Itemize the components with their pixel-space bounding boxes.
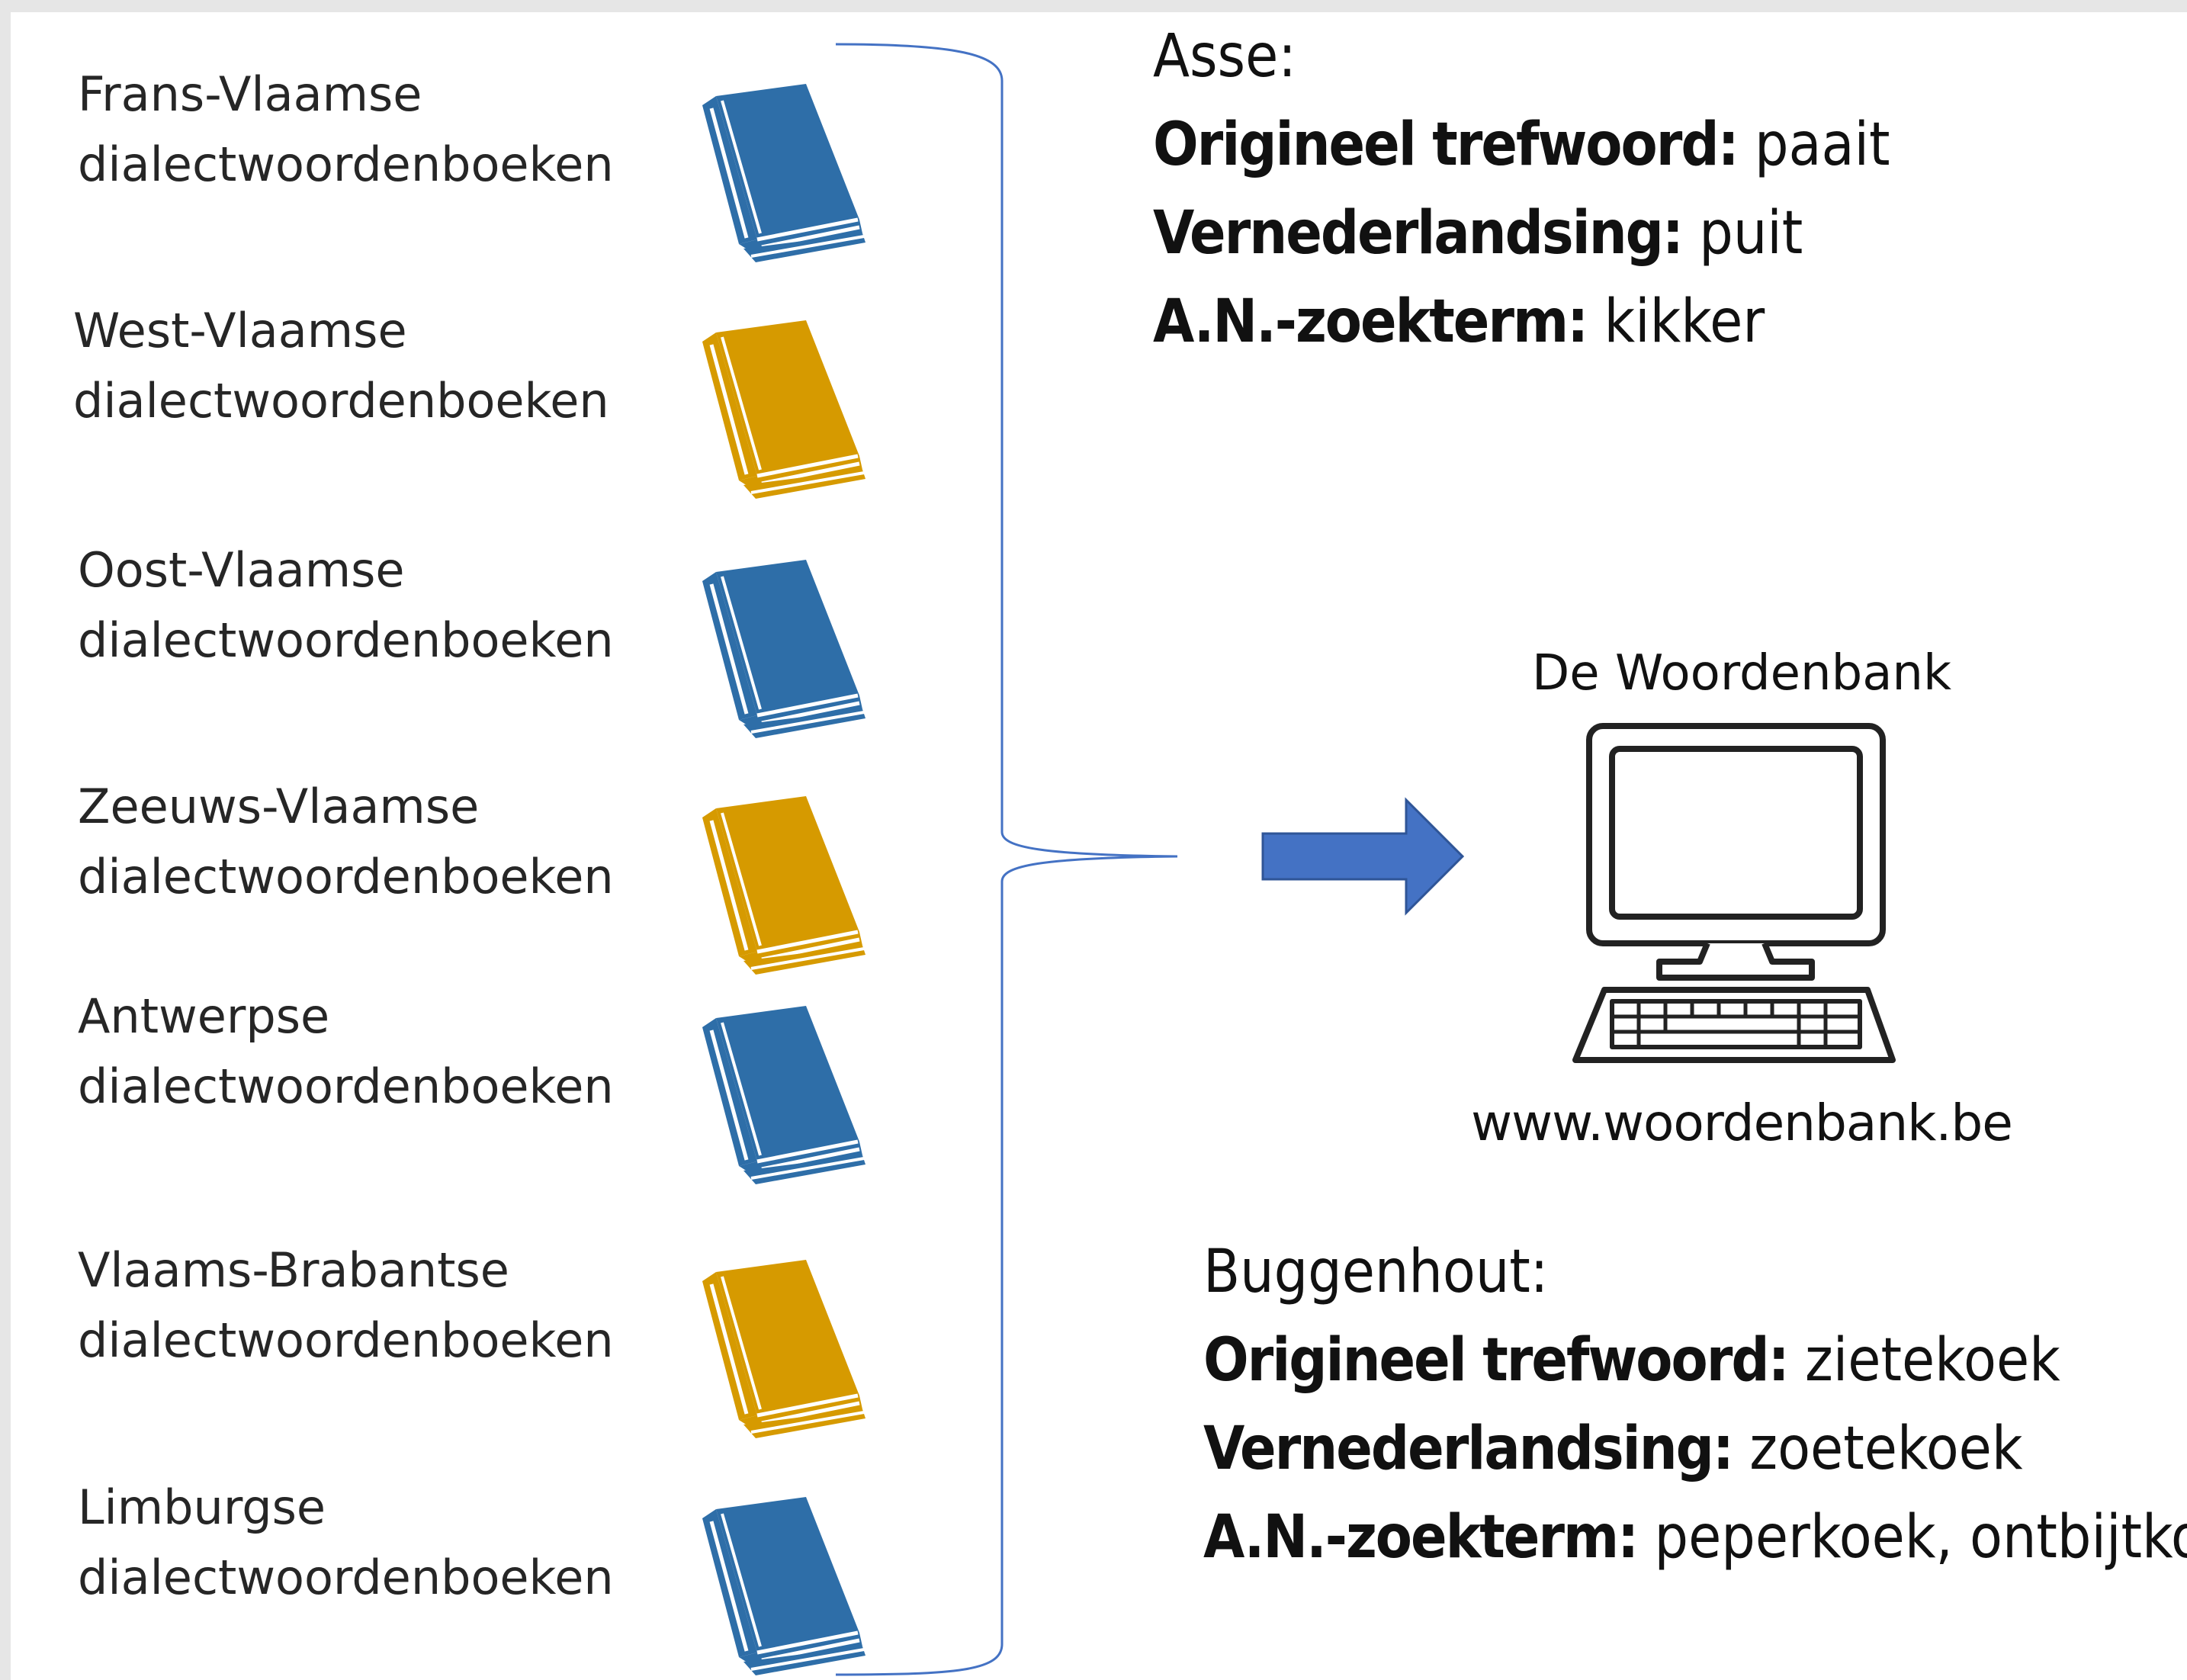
example-field-an-zoekterm: A.N.-zoekterm: peperkoek, ontbijtkoek [1203,1493,2187,1582]
dictionary-region: Oost-Vlaamse [78,542,405,598]
woordenbank-url: www.woordenbank.be [1471,1094,2013,1152]
dictionary-region: Frans-Vlaamse [78,66,422,122]
connector-overlay [835,43,1896,1676]
field-label: Origineel trefwoord: [1203,1326,1790,1395]
field-label: Vernederlandsing: [1153,199,1684,268]
dictionary-label-vlaams-brabantse: Vlaams-Brabantse dialectwoordenboeken [78,1235,614,1376]
book-icon [702,796,865,975]
curly-brace [835,43,1178,1676]
book-icon [702,1260,865,1438]
example-field-original: Origineel trefwoord: paait [1153,101,1890,189]
example-buggenhout: Buggenhout: Origineel trefwoord: zieteko… [1203,1228,2187,1582]
example-field-original: Origineel trefwoord: zietekoek [1203,1316,2187,1405]
dictionary-type: dialectwoordenboeken [78,1058,614,1114]
field-label: A.N.-zoekterm: [1153,287,1588,356]
field-label: Origineel trefwoord: [1153,111,1739,179]
dictionary-label-frans-vlaamse: Frans-Vlaamse dialectwoordenboeken [78,59,614,200]
dictionary-type: dialectwoordenboeken [78,1550,614,1605]
example-place: Asse: [1153,22,1296,91]
woordenbank-title: De Woordenbank [1531,645,1952,702]
dictionary-label-west-vlaamse: West-Vlaamse dialectwoordenboeken [73,296,609,436]
dictionary-region: Zeeuws-Vlaamse [78,779,480,834]
field-value: paait [1754,111,1890,179]
example-field-an-zoekterm: A.N.-zoekterm: kikker [1153,278,1890,366]
field-value: zietekoek [1804,1326,2060,1395]
arrow-right-icon [1261,797,1465,916]
book-icon [702,320,865,499]
dictionary-type: dialectwoordenboeken [78,612,614,668]
diagram-canvas: Frans-Vlaamse dialectwoordenboeken West-… [11,12,2187,1680]
field-value: zoetekoek [1749,1415,2023,1483]
computer-icon [1572,723,1896,1063]
dictionary-region: Limburgse [78,1479,326,1535]
example-field-vernederlandsing: Vernederlandsing: puit [1153,189,1890,278]
dictionary-type: dialectwoordenboeken [78,849,614,904]
book-icon [702,1497,865,1675]
book-icon [702,560,865,738]
dictionary-region: Antwerpse [78,988,330,1044]
dictionary-region: Vlaams-Brabantse [78,1242,509,1298]
dictionary-label-oost-vlaamse: Oost-Vlaamse dialectwoordenboeken [78,535,614,676]
example-field-vernederlandsing: Vernederlandsing: zoetekoek [1203,1405,2187,1493]
dictionary-label-limburgse: Limburgse dialectwoordenboeken [78,1473,614,1613]
example-asse: Asse: Origineel trefwoord: paait Vernede… [1153,12,1890,366]
example-place: Buggenhout: [1203,1238,1549,1306]
dictionary-type: dialectwoordenboeken [78,1312,614,1368]
dictionary-region: West-Vlaamse [73,303,407,358]
dictionary-type: dialectwoordenboeken [73,373,609,429]
book-icon [702,1006,865,1184]
dictionary-type: dialectwoordenboeken [78,137,614,192]
dictionary-label-antwerpse: Antwerpse dialectwoordenboeken [78,981,614,1122]
field-value: puit [1699,199,1803,268]
dictionary-label-zeeuws-vlaamse: Zeeuws-Vlaamse dialectwoordenboeken [78,772,614,912]
field-label: A.N.-zoekterm: [1203,1503,1639,1572]
field-value: kikker [1604,287,1765,356]
book-icon [702,84,865,262]
field-label: Vernederlandsing: [1203,1415,1734,1483]
field-value: peperkoek, ontbijtkoek [1654,1503,2187,1572]
